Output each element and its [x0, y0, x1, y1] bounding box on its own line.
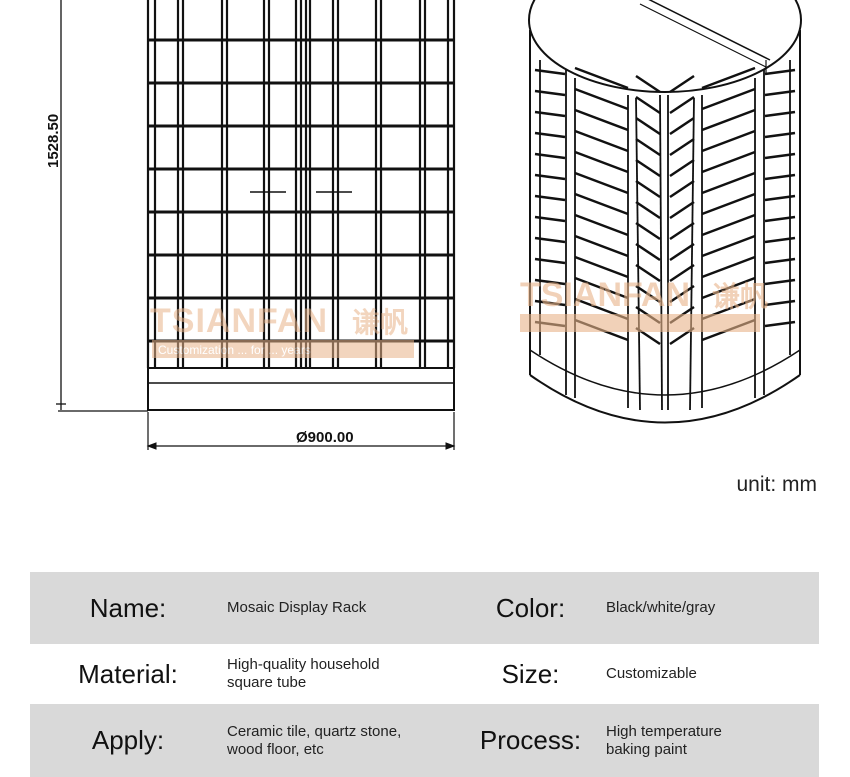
watermark-right: TSIANFAN 谦帆 — [520, 276, 768, 332]
height-dimension-label: 1528.50 — [45, 114, 62, 168]
spec-row-name-color: Name: Mosaic Display Rack Color: Black/w… — [30, 572, 819, 644]
drawing-line — [669, 284, 695, 304]
drawing-line — [574, 150, 629, 174]
drawing-line — [574, 129, 629, 153]
isometric-rack-drawing — [528, 0, 802, 424]
drawing-line — [659, 94, 663, 411]
drawing-line — [701, 171, 756, 195]
drawing-line — [635, 242, 661, 262]
drawing-line — [669, 263, 695, 283]
drawing-line — [635, 74, 661, 94]
spec-label-name: Name: — [89, 592, 167, 623]
drawing-line — [635, 284, 661, 304]
drawing-line — [574, 234, 629, 258]
spec-label-size: Size: — [501, 658, 560, 689]
drawing-line — [701, 108, 756, 132]
drawing-line — [669, 116, 695, 136]
drawing-line — [635, 221, 661, 241]
drawing-line — [669, 242, 695, 262]
drawing-line — [574, 213, 629, 237]
drawing-line — [701, 234, 756, 258]
svg-text:谦帆: 谦帆 — [352, 306, 408, 339]
drawing-line — [635, 200, 661, 220]
unit-label: unit: mm — [736, 473, 817, 496]
drawing-line — [574, 108, 629, 132]
drawing-line — [574, 255, 629, 279]
drawing-line — [701, 129, 756, 153]
watermark-left: TSIANFAN 谦帆 Customization ... for ... ye… — [150, 302, 414, 358]
drawing-line — [689, 97, 695, 411]
drawing-line — [701, 192, 756, 216]
front-elevation-drawing — [56, 0, 456, 450]
drawing-line — [669, 95, 695, 115]
drawing-line — [635, 263, 661, 283]
drawing-line — [669, 158, 695, 178]
spec-label-color: Color: — [495, 592, 566, 623]
drawing-line — [669, 74, 695, 94]
drawing-line — [701, 150, 756, 174]
drawing-line — [574, 87, 629, 111]
spec-label-material: Material: — [78, 658, 178, 689]
spec-label-apply: Apply: — [91, 725, 165, 755]
spec-value-name: Mosaic Display Rack — [227, 599, 367, 616]
svg-text:TSIANFAN: TSIANFAN — [150, 302, 328, 340]
spec-row-material-size: Material: High-quality household square … — [30, 644, 819, 704]
drawing-line — [574, 192, 629, 216]
spec-row-apply-process: Apply: Ceramic tile, quartz stone, wood … — [30, 704, 819, 777]
drawing-line — [635, 137, 661, 157]
svg-text:谦帆: 谦帆 — [712, 280, 768, 313]
spec-value-material: High-quality household square tube — [227, 656, 380, 691]
drawing-line — [635, 95, 661, 115]
spec-value-apply: Ceramic tile, quartz stone, wood floor, … — [227, 722, 402, 758]
drawing-line — [635, 116, 661, 136]
drawing-line — [701, 255, 756, 279]
drawing-line — [701, 213, 756, 237]
drawing-line — [635, 158, 661, 178]
drawing-line — [701, 276, 756, 300]
drawing-line — [574, 66, 629, 90]
spec-value-process: High temperature baking paint — [606, 722, 722, 758]
drawing-line — [635, 179, 661, 199]
drawing-line — [574, 276, 629, 300]
technical-drawing: 1528.50 Ø900.00 TSIANFAN 谦帆 Customizatio… — [45, 0, 802, 450]
svg-text:TSIANFAN: TSIANFAN — [520, 276, 690, 314]
svg-text:Customization ... for ... year: Customization ... for ... years — [158, 343, 311, 357]
drawing-line — [669, 200, 695, 220]
spec-label-process: Process: — [479, 725, 582, 755]
drawing-line — [635, 97, 641, 411]
drawing-line — [669, 221, 695, 241]
spec-value-size: Customizable — [606, 665, 697, 682]
drawing-line — [701, 66, 756, 90]
drawing-line — [574, 171, 629, 195]
spec-value-color: Black/white/gray — [606, 599, 716, 616]
drawing-line — [669, 137, 695, 157]
diameter-dimension-label: Ø900.00 — [296, 429, 354, 446]
drawing-line — [669, 179, 695, 199]
drawing-line — [701, 87, 756, 111]
